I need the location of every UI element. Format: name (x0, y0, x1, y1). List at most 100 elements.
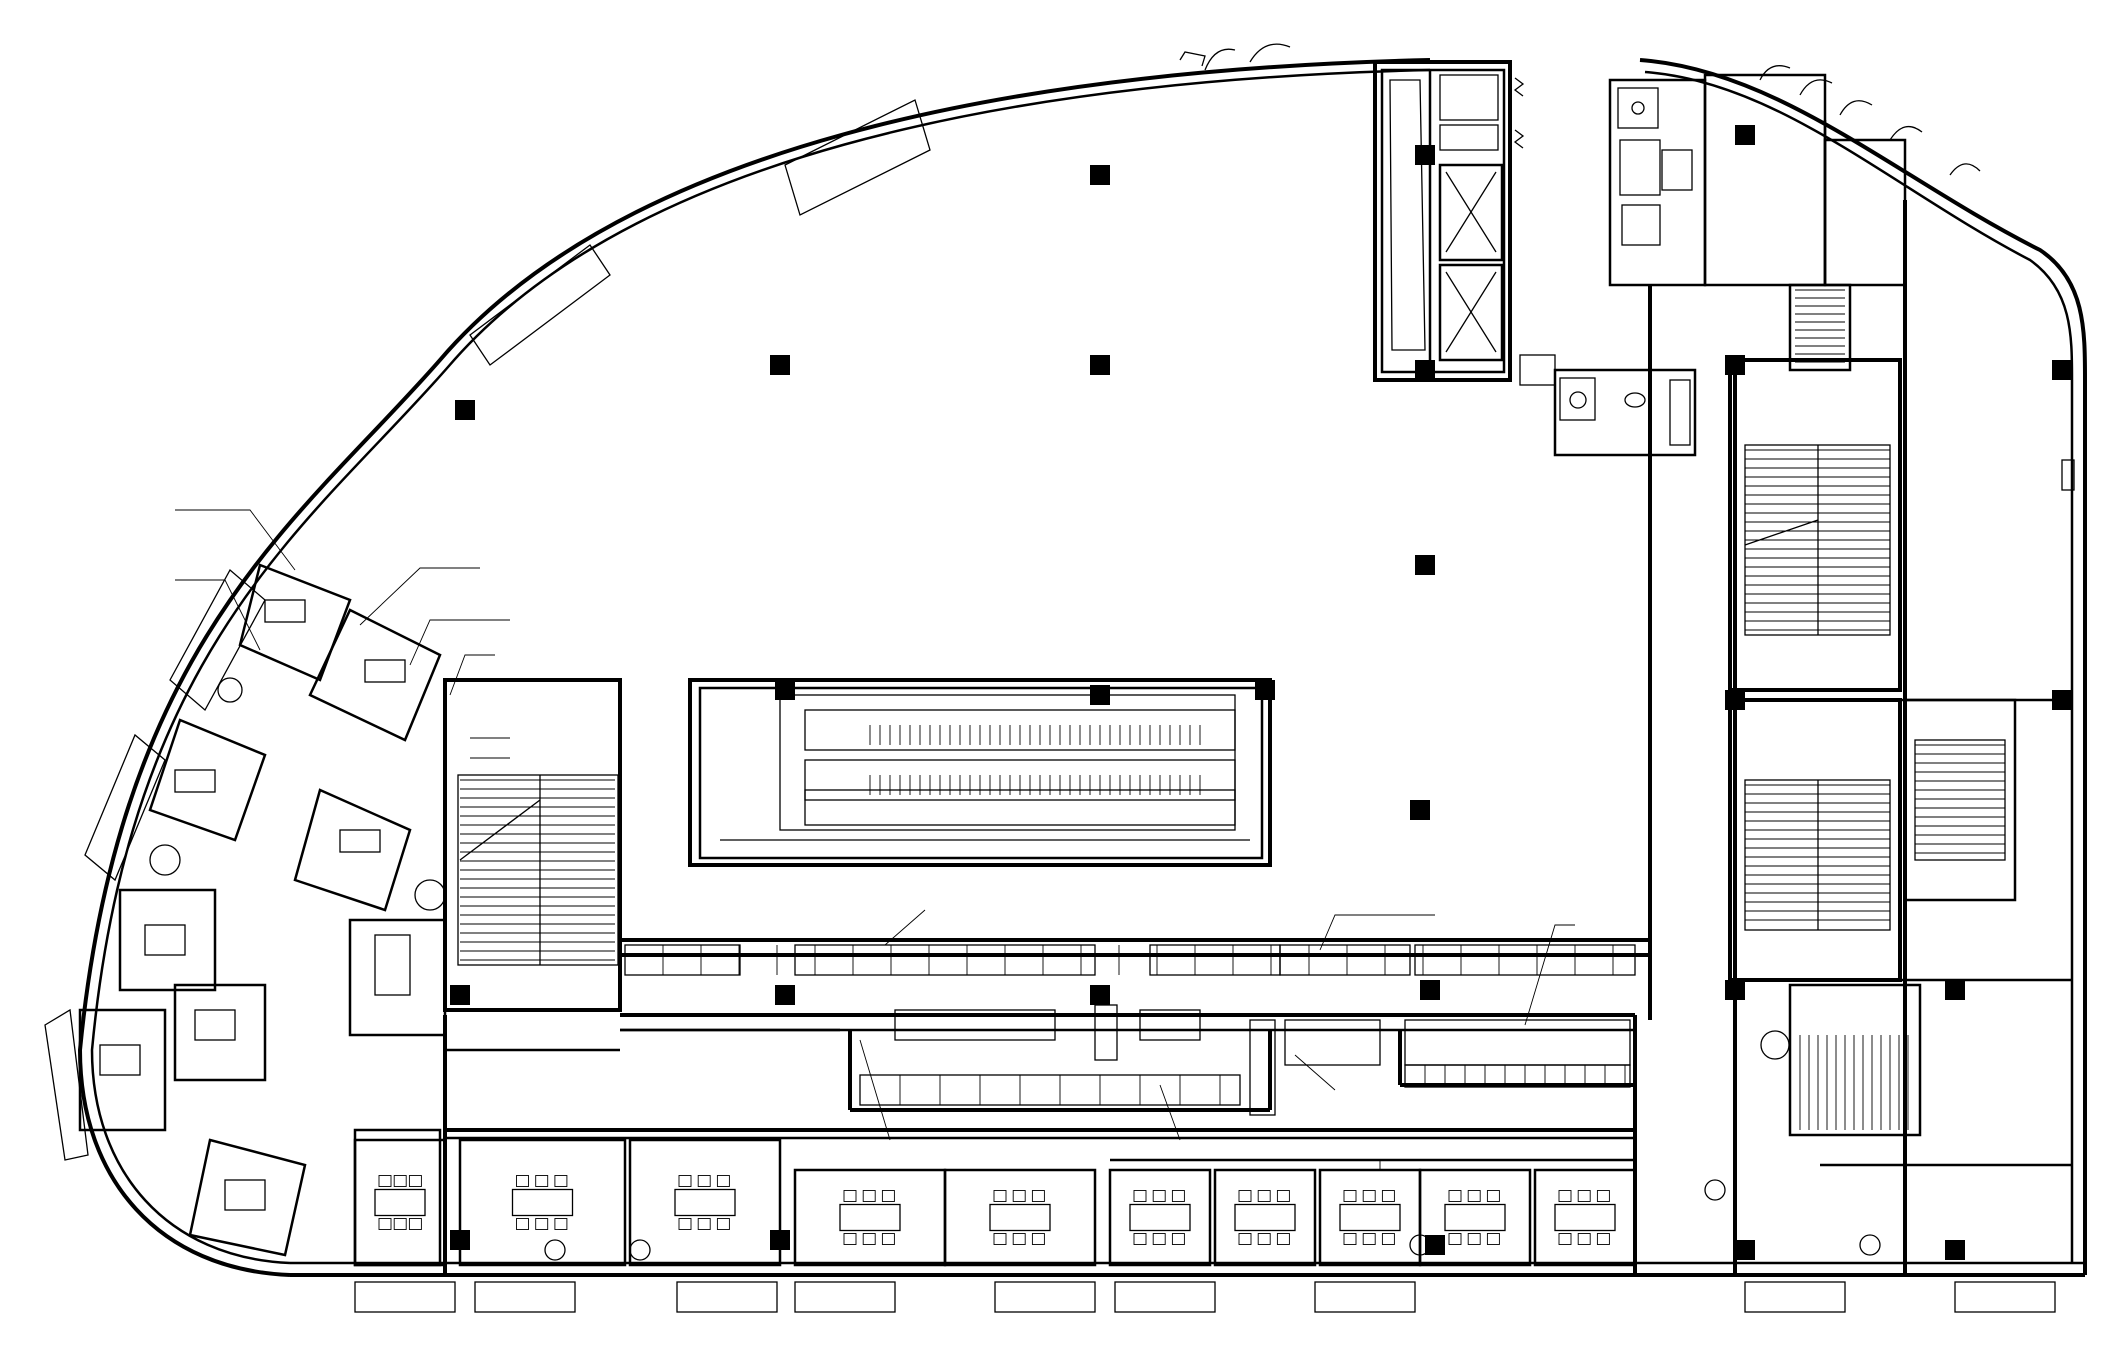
washroom-top-right (1608, 73, 1907, 287)
meeting-table (1129, 1203, 1191, 1232)
chair (1558, 1190, 1572, 1202)
column (775, 680, 795, 700)
rooms-left-curve (78, 563, 447, 1267)
exterior-wall (77, 58, 2087, 1277)
column (1945, 1240, 1965, 1260)
chair (993, 1190, 1007, 1202)
column (455, 400, 475, 420)
staircase-center-left (443, 678, 622, 1012)
chair (1486, 1190, 1500, 1202)
chair (993, 1233, 1007, 1245)
chair (1257, 1233, 1271, 1245)
chair (881, 1190, 895, 1202)
chair (862, 1233, 876, 1245)
chair (1012, 1190, 1026, 1202)
column (1725, 355, 1745, 375)
display-counters (624, 944, 1636, 1116)
chair (1171, 1190, 1185, 1202)
chair (1012, 1233, 1026, 1245)
meeting-table (989, 1203, 1051, 1232)
chair (535, 1218, 549, 1230)
elevator-core (1373, 60, 1525, 382)
column (1090, 685, 1110, 705)
corridor-walls-right (1648, 200, 2075, 1275)
meeting-table (1234, 1203, 1296, 1232)
column (1415, 360, 1435, 380)
chair (862, 1190, 876, 1202)
meeting-table (374, 1188, 426, 1217)
annotation-leaders (175, 509, 1575, 1170)
chair (1448, 1233, 1462, 1245)
chair (1467, 1190, 1481, 1202)
meeting-room (1418, 1168, 1532, 1267)
column (1415, 555, 1435, 575)
chair (378, 1175, 392, 1187)
facade-doors (1179, 43, 1981, 176)
column (1735, 1240, 1755, 1260)
staircase-right-lower (1728, 698, 1902, 982)
meeting-room (458, 1138, 627, 1267)
table (264, 599, 306, 623)
column (770, 355, 790, 375)
meeting-table (674, 1188, 736, 1217)
column (1410, 800, 1430, 820)
chair (1486, 1233, 1500, 1245)
table (99, 1044, 141, 1076)
chair (1171, 1233, 1185, 1245)
column (1090, 165, 1110, 185)
chair (697, 1218, 711, 1230)
meeting-table (1444, 1203, 1506, 1232)
column (2052, 360, 2072, 380)
chair (1362, 1190, 1376, 1202)
meeting-room (353, 1138, 447, 1267)
column (1090, 985, 1110, 1005)
chair (678, 1175, 692, 1187)
meeting-room (1108, 1168, 1212, 1267)
meeting-table (1339, 1203, 1401, 1232)
chair (697, 1175, 711, 1187)
column (1090, 355, 1110, 375)
meeting-room (1213, 1168, 1317, 1267)
chair (1133, 1233, 1147, 1245)
staircase-far-right (1903, 698, 2017, 902)
meeting-room (793, 1168, 947, 1267)
chair (1577, 1190, 1591, 1202)
chair (1558, 1233, 1572, 1245)
chair (1381, 1190, 1395, 1202)
column (1255, 680, 1275, 700)
meeting-table (839, 1203, 901, 1232)
column (1725, 980, 1745, 1000)
chair (393, 1175, 407, 1187)
column (770, 1230, 790, 1250)
meeting-room (1318, 1168, 1422, 1267)
chair (1343, 1190, 1357, 1202)
chair (516, 1175, 529, 1187)
chair (1467, 1233, 1481, 1245)
restroom-small (1519, 354, 1697, 457)
chair (516, 1218, 529, 1230)
chair (1276, 1190, 1290, 1202)
meeting-rooms-bottom (353, 1138, 1637, 1267)
chair (716, 1175, 730, 1187)
column (1945, 980, 1965, 1000)
column (1725, 690, 1745, 710)
staircase-top-right-small (1788, 283, 1852, 372)
meeting-room (943, 1168, 1097, 1267)
chair (1381, 1233, 1395, 1245)
chair (1448, 1190, 1462, 1202)
table (144, 924, 186, 956)
chair (554, 1175, 568, 1187)
chair (408, 1175, 422, 1187)
chair (678, 1218, 692, 1230)
chair (1238, 1190, 1252, 1202)
chair (1577, 1233, 1591, 1245)
chair (1031, 1233, 1045, 1245)
chair (843, 1233, 857, 1245)
column (450, 1230, 470, 1250)
column (1735, 125, 1755, 145)
column (450, 985, 470, 1005)
meeting-table (511, 1188, 574, 1217)
chair (1276, 1233, 1290, 1245)
meeting-table (1554, 1203, 1616, 1232)
